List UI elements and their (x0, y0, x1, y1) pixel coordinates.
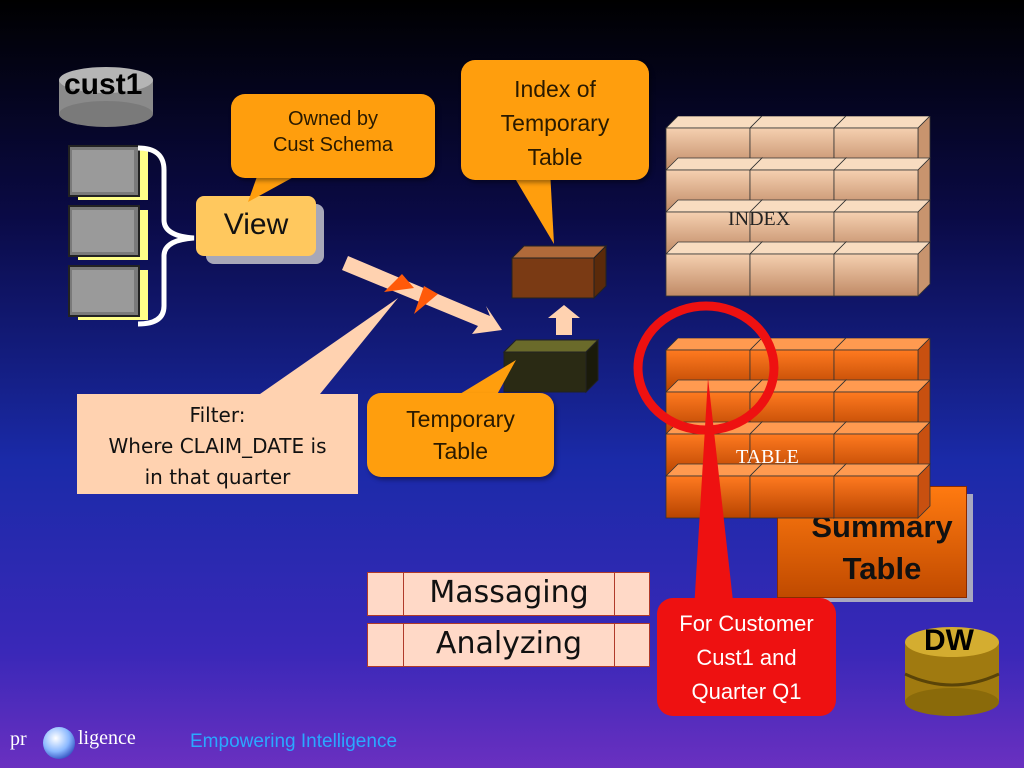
logo-left-text: pr (10, 728, 27, 750)
analyzing-band: Analyzing (367, 623, 650, 667)
filter-line-3: in that quarter (144, 465, 291, 489)
view-label: View (223, 208, 289, 241)
tagline: Empowering Intelligence (190, 731, 398, 752)
index-brick (665, 241, 763, 297)
brace-icon (137, 145, 195, 327)
analyzing-left-cell (368, 624, 404, 666)
temp-callout-line-2: Table (433, 438, 488, 464)
index-callout: Index of Temporary Table (461, 60, 649, 180)
temp-callout-tail (450, 360, 516, 400)
owned-line-1: Owned by (287, 108, 379, 130)
massaging-left-cell (368, 573, 404, 615)
filter-box: Filter: Where CLAIM_DATE is in that quar… (77, 394, 358, 494)
massaging-band: Massaging (367, 572, 650, 616)
customer-line-1: For Customer (679, 611, 814, 636)
analyzing-right-cell (615, 624, 649, 666)
customer-line-3: Quarter Q1 (691, 679, 802, 704)
temp-index-box-icon (510, 244, 608, 300)
logo-globe-icon (43, 727, 75, 759)
filter-arrow-icon (342, 256, 502, 334)
temp-table-box-icon (502, 338, 600, 394)
index-label: INDEX (728, 208, 791, 230)
massaging-right-cell (615, 573, 649, 615)
massaging-label: Massaging (404, 573, 615, 615)
owned-by-callout: Owned by Cust Schema (231, 94, 435, 178)
view-box (196, 196, 316, 256)
table-brick (833, 463, 931, 519)
temporary-table-callout: Temporary Table (367, 393, 554, 477)
cust1-database-icon (59, 67, 153, 127)
owned-line-2: Cust Schema (272, 134, 394, 156)
customer-callout: For Customer Cust1 and Quarter Q1 (657, 598, 836, 716)
cust1-label: cust1 (64, 68, 143, 101)
cust-tables-icon (68, 145, 148, 320)
table-label: TABLE (736, 446, 799, 468)
up-arrow-icon (548, 305, 580, 335)
filter-line-1: Filter: (189, 403, 246, 427)
summary-line-2: Table (842, 551, 922, 586)
analyzing-label: Analyzing (404, 624, 615, 666)
index-grid-icon (665, 116, 931, 297)
index-callout-line-3: Table (527, 144, 583, 170)
index-callout-tail (510, 170, 554, 244)
filter-callout-tail (260, 298, 398, 394)
dw-database-icon (904, 627, 1000, 716)
index-callout-line-2: Temporary (500, 110, 610, 136)
temp-callout-line-1: Temporary (406, 406, 515, 432)
filter-line-2: Where CLAIM_DATE is (108, 434, 327, 458)
index-brick (749, 241, 847, 297)
highlight-circle-icon (633, 301, 779, 610)
customer-line-2: Cust1 and (696, 645, 797, 670)
dw-label: DW (924, 624, 974, 657)
logo-right-text: ligence (78, 727, 136, 749)
index-brick (833, 241, 931, 297)
index-callout-line-1: Index of (514, 76, 596, 102)
